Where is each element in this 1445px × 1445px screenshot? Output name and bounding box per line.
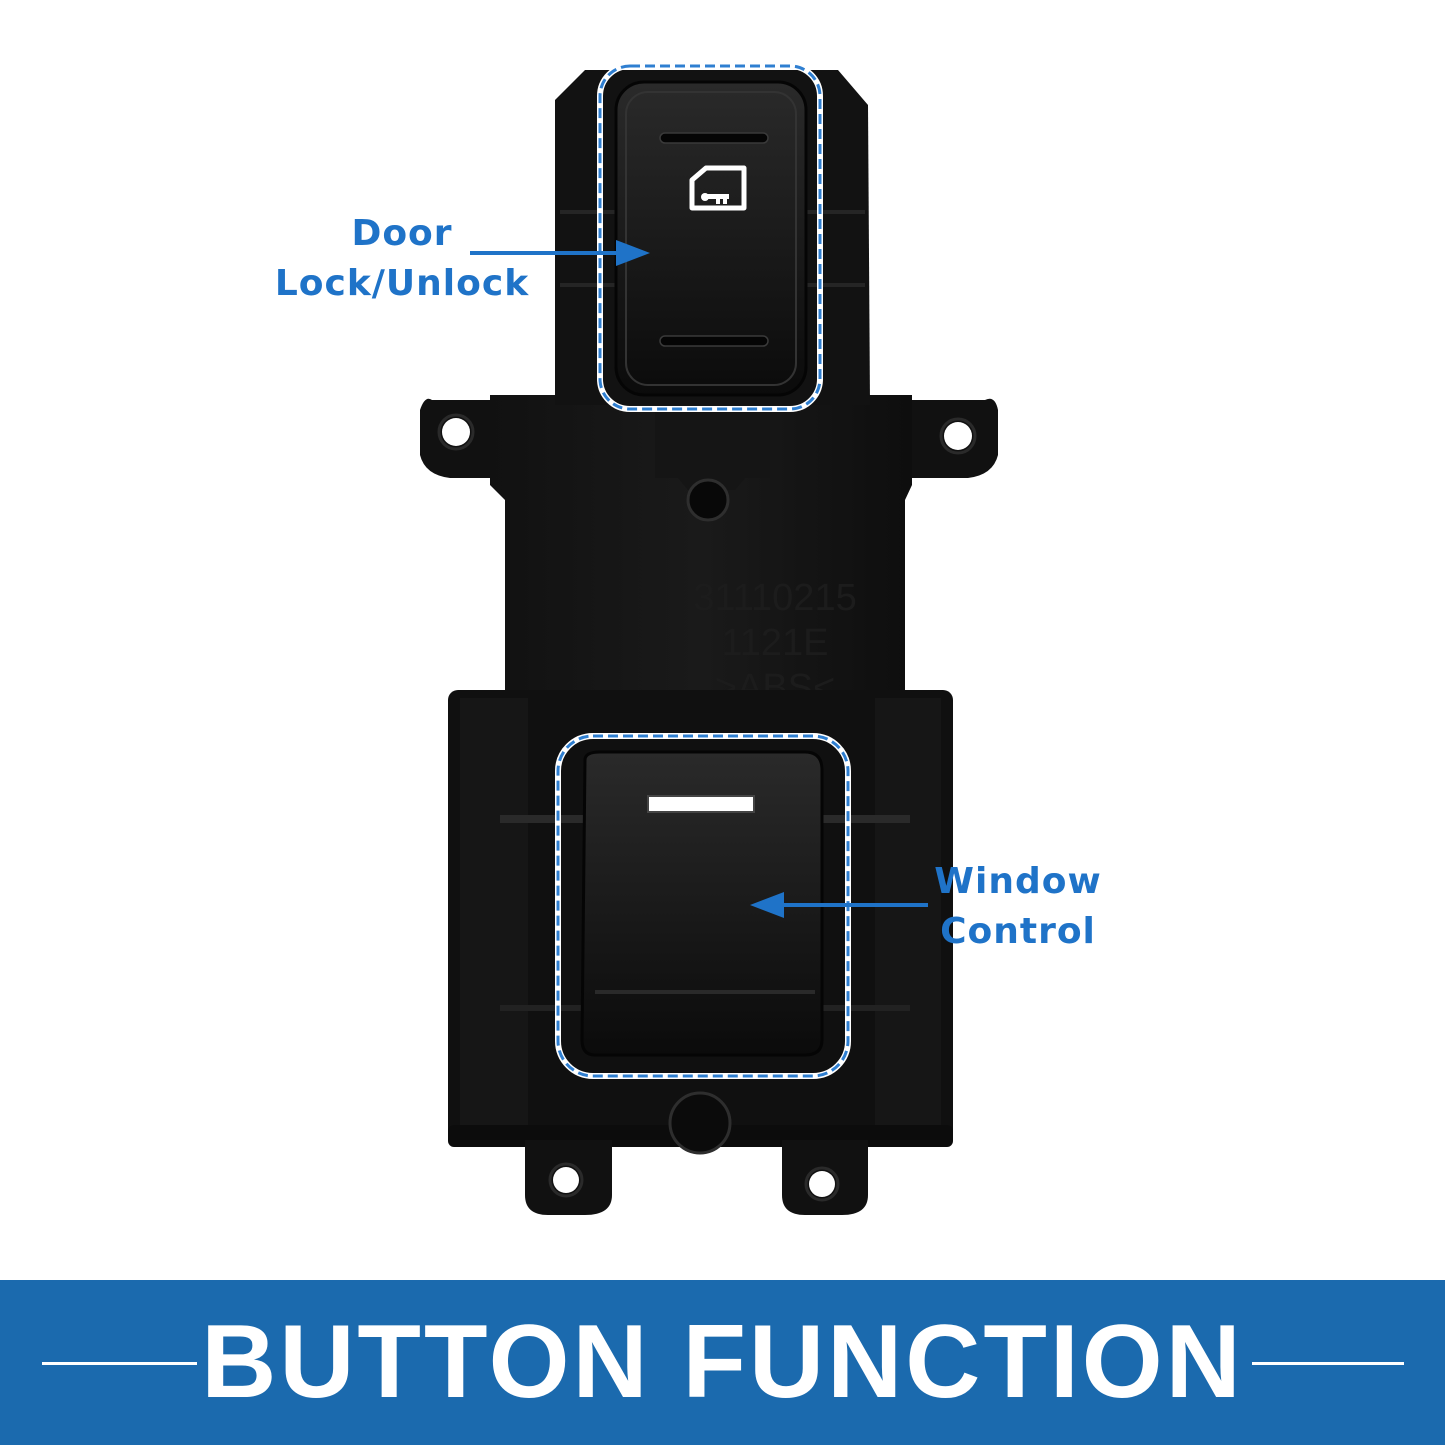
center-screw-hole <box>686 478 730 522</box>
window-control-arrow <box>750 892 928 918</box>
banner-title: BUTTON FUNCTION <box>201 1304 1244 1420</box>
window-switch-illustration: 31110215 1121E >ABS< <box>420 63 998 1215</box>
bottom-screw-boss <box>668 1091 732 1155</box>
window-callout-line2: Control <box>940 911 1096 952</box>
window-control-callout: Window Control <box>920 857 1116 957</box>
door-lock-icon <box>689 165 747 211</box>
door-callout-line2: Lock/Unlock <box>274 263 530 304</box>
window-control-button[interactable] <box>580 750 824 1057</box>
banner-rule-right <box>1252 1362 1404 1365</box>
window-indicator-slot <box>647 795 755 813</box>
molded-part-number: 31110215 <box>693 577 856 619</box>
switch-body-plate <box>490 395 912 700</box>
mounting-tab-bottom-right <box>782 1140 868 1215</box>
mounting-tab-right <box>905 398 998 478</box>
title-banner <box>0 1280 1445 1445</box>
molded-date-code: 1121E <box>721 622 828 664</box>
door-lock-button[interactable] <box>614 80 808 397</box>
window-callout-line1: Window <box>934 861 1102 902</box>
mounting-tab-bottom-left <box>525 1140 612 1215</box>
door-callout-line1: Door <box>351 213 453 254</box>
banner-rule-left <box>42 1362 197 1365</box>
product-photo: 31110215 1121E >ABS< <box>262 63 1116 1215</box>
mounting-tab-left <box>420 398 505 478</box>
door-lock-arrow <box>470 240 650 266</box>
door-lock-callout: Door Lock/Unlock <box>262 209 542 309</box>
